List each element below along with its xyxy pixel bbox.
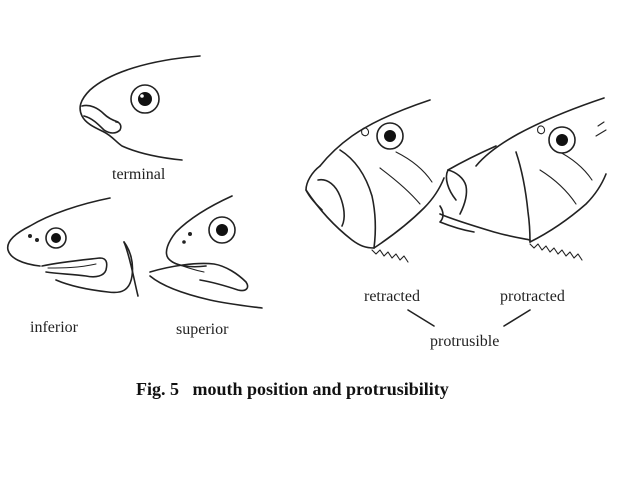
protracted-lower-jaw	[439, 213, 531, 241]
superior-throat	[149, 275, 263, 309]
terminal-lower-lip	[83, 115, 122, 134]
retracted-pupil	[384, 130, 396, 142]
protracted-gill-line-b	[555, 149, 593, 181]
protracted-cheek	[515, 151, 531, 243]
label-retracted: retracted	[364, 288, 420, 305]
terminal-mouth-fish	[79, 55, 201, 161]
protracted-head-top	[475, 97, 605, 167]
label-inferior: inferior	[30, 319, 78, 336]
inferior-jaw	[55, 241, 134, 294]
retracted-upper-jaw	[317, 178, 345, 227]
protracted-chin	[439, 205, 475, 233]
protracted-upper-jaw	[447, 169, 468, 215]
label-protrusible: protrusible	[430, 333, 500, 350]
inferior-nostril-a	[28, 234, 32, 238]
retracted-nostril-mark	[361, 127, 370, 137]
protracted-gill-line-a	[539, 169, 577, 205]
terminal-head-outline	[79, 55, 201, 161]
protracted-nostril-mark	[537, 125, 546, 135]
protracted-connector	[503, 309, 531, 327]
retracted-serration	[371, 249, 409, 263]
label-superior: superior	[176, 321, 229, 338]
superior-nostril	[188, 232, 192, 236]
terminal-upper-lip	[81, 104, 119, 123]
inferior-head-outline	[6, 197, 111, 267]
inferior-lip-line	[47, 263, 97, 269]
label-protracted: protracted	[500, 288, 565, 305]
protracted-operculum	[529, 173, 607, 243]
inferior-pupil	[51, 233, 61, 243]
retracted-mouth-fish	[305, 99, 445, 263]
protracted-pupil	[556, 134, 568, 146]
superior-mouth-line	[171, 261, 205, 273]
figure-caption: Fig. 5 mouth position and protrusibility	[136, 379, 449, 399]
superior-nostril-b	[182, 240, 186, 244]
label-terminal: terminal	[112, 166, 166, 183]
protracted-mouth-fish	[439, 97, 607, 261]
retracted-head-top	[319, 99, 431, 167]
superior-pupil	[216, 224, 228, 236]
superior-mouth-fish	[149, 195, 263, 309]
retracted-gill-line-a	[379, 167, 421, 205]
retracted-snout	[305, 165, 323, 211]
inferior-nostril-b	[35, 238, 39, 242]
retracted-cheek	[339, 149, 377, 249]
protracted-fin-ticks	[595, 121, 607, 137]
terminal-eye-glint	[140, 94, 144, 98]
protracted-serration	[529, 243, 583, 261]
inferior-mouth-fish	[6, 197, 139, 297]
terminal-pupil	[138, 92, 152, 106]
retracted-lower-jaw	[305, 189, 375, 249]
retracted-operculum	[373, 177, 445, 249]
inferior-mouth	[41, 257, 108, 278]
superior-lower-jaw	[149, 262, 249, 292]
retracted-connector	[407, 309, 435, 327]
inferior-gill	[123, 241, 139, 297]
retracted-gill-line-b	[395, 151, 433, 183]
